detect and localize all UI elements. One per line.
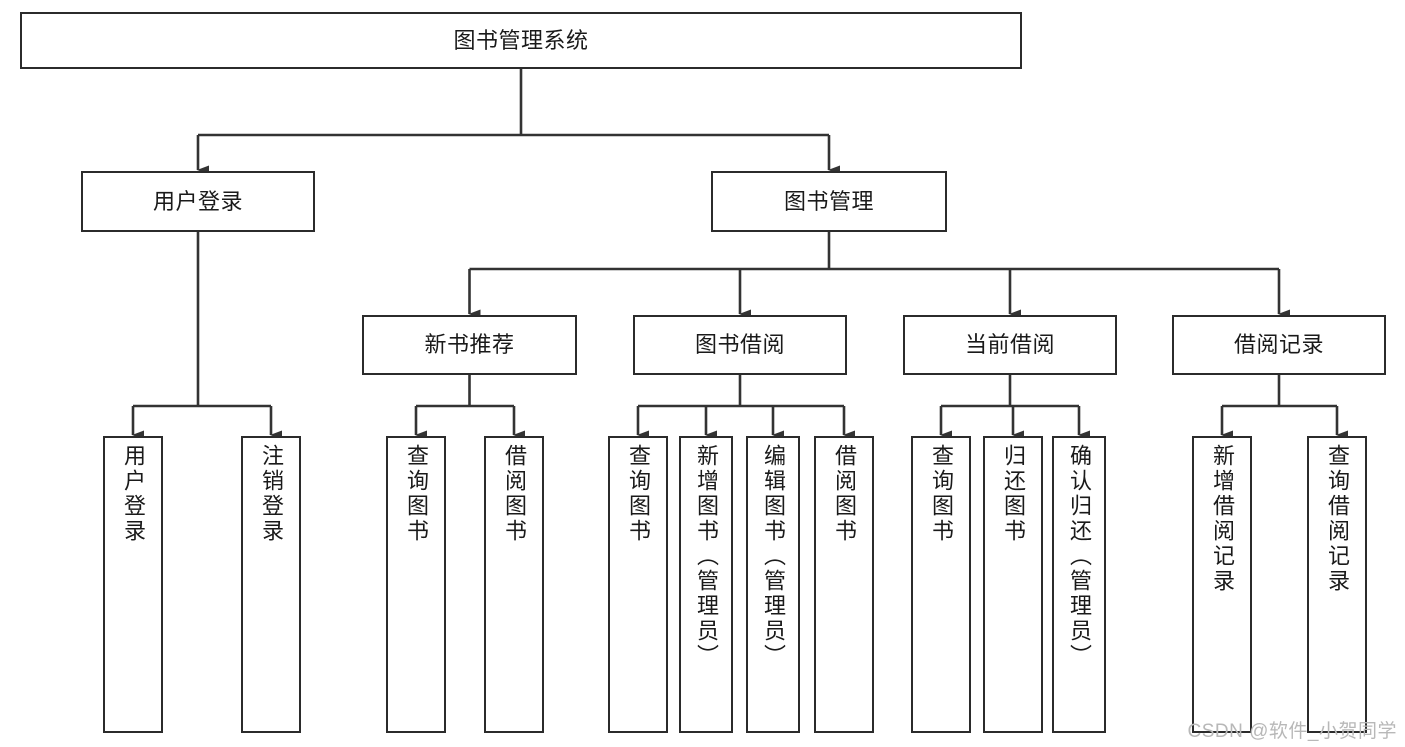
node-records[interactable]: 借阅记录 [1172, 315, 1386, 375]
node-bookmgmt[interactable]: 图书管理 [711, 171, 947, 232]
node-label: 图书借阅 [694, 332, 785, 358]
node-label: 用户登录 [120, 444, 146, 544]
node-root[interactable]: 图书管理系统 [20, 12, 1022, 69]
node-leaf-3[interactable]: 查询图书 [386, 436, 446, 733]
node-leaf-11[interactable]: 确认归还（管理员） [1052, 436, 1106, 733]
node-label: 归还图书 [1000, 444, 1026, 544]
node-label: 图书管理 [783, 188, 874, 214]
node-leaf-9[interactable]: 查询图书 [911, 436, 971, 733]
node-newbook[interactable]: 新书推荐 [362, 315, 577, 375]
node-label: 查询借阅记录 [1324, 444, 1350, 594]
node-leaf-1[interactable]: 用户登录 [103, 436, 163, 733]
node-leaf-4[interactable]: 借阅图书 [484, 436, 544, 733]
node-leaf-6[interactable]: 新增图书（管理员） [679, 436, 733, 733]
node-label: 查询图书 [403, 444, 429, 544]
node-label: 当前借阅 [964, 332, 1055, 358]
node-label: 编辑图书（管理员） [760, 444, 786, 669]
node-leaf-7[interactable]: 编辑图书（管理员） [746, 436, 800, 733]
node-label: 查询图书 [625, 444, 651, 544]
node-label: 查询图书 [928, 444, 954, 544]
node-leaf-12[interactable]: 新增借阅记录 [1192, 436, 1252, 733]
node-label: 借阅图书 [501, 444, 527, 544]
node-label: 图书管理系统 [453, 27, 589, 53]
node-label: 确认归还（管理员） [1066, 444, 1092, 669]
node-leaf-2[interactable]: 注销登录 [241, 436, 301, 733]
node-leaf-8[interactable]: 借阅图书 [814, 436, 874, 733]
node-label: 借阅记录 [1233, 332, 1324, 358]
watermark-text: CSDN @软件_小贺同学 [1187, 721, 1397, 742]
node-login[interactable]: 用户登录 [81, 171, 315, 232]
node-borrow[interactable]: 图书借阅 [633, 315, 847, 375]
node-label: 新书推荐 [424, 332, 515, 358]
node-leaf-13[interactable]: 查询借阅记录 [1307, 436, 1367, 733]
node-leaf-10[interactable]: 归还图书 [983, 436, 1043, 733]
node-label: 新增借阅记录 [1209, 444, 1235, 594]
node-label: 用户登录 [152, 188, 243, 214]
node-current[interactable]: 当前借阅 [903, 315, 1117, 375]
node-label: 借阅图书 [831, 444, 857, 544]
node-label: 新增图书（管理员） [693, 444, 719, 669]
node-leaf-5[interactable]: 查询图书 [608, 436, 668, 733]
node-label: 注销登录 [258, 444, 284, 544]
